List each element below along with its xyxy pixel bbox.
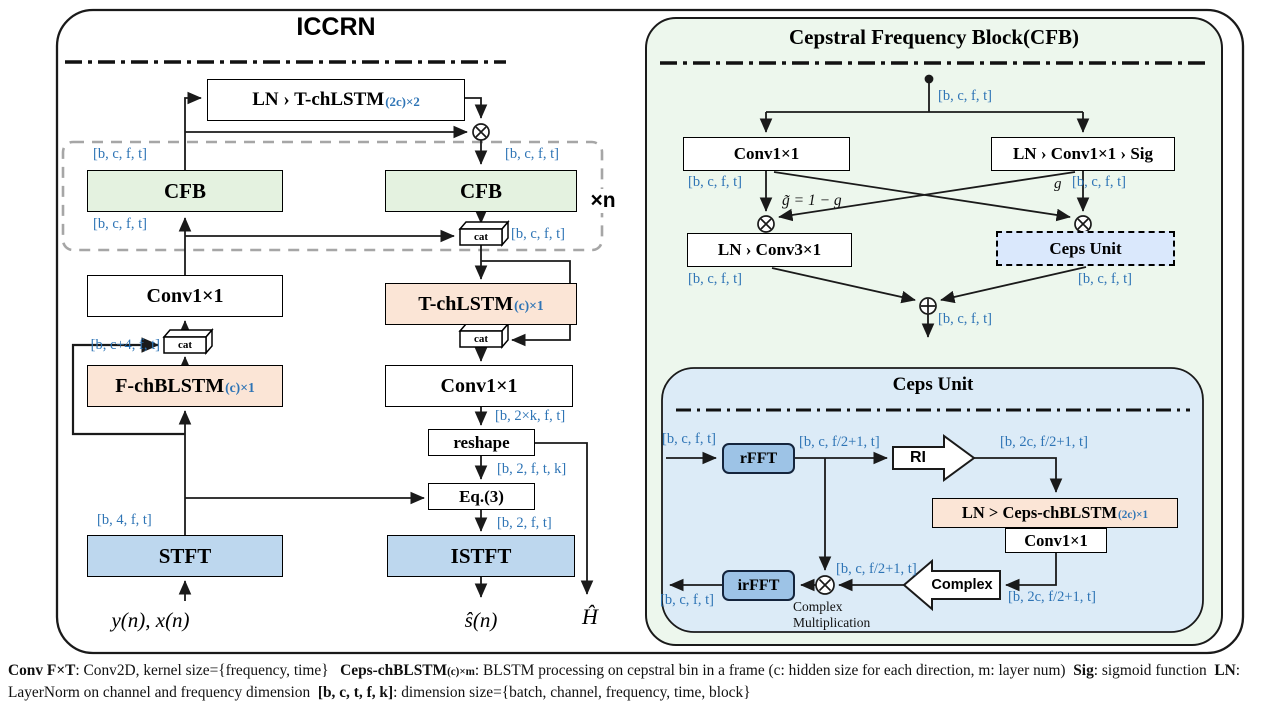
complex-multiplication-label: Complex Multiplication [793,599,923,631]
tensor-label: [b, c, f, t] [688,174,742,190]
cfb-right-label: CFB [460,178,502,203]
caption-segment: Sig [1073,662,1094,679]
complex-multiplication-line2: Multiplication [793,615,871,631]
caption-segment: (c)×m [447,666,475,678]
tensor-label: [b, c, f, t] [660,592,714,608]
multiply-node-cfb-right [1074,215,1092,233]
multiply-node-ceps [815,575,835,595]
caption-segment: : dimension size={batch, channel, freque… [393,683,751,701]
cfb-right-box: CFB [385,170,577,212]
caption-segment: : BLSTM processing on cepstral bin in a … [474,662,1074,679]
cat-node: cat [177,339,193,351]
tensor-label: [b, c, f/2+1, t] [799,434,880,450]
cfb-conv1x1-label: Conv1×1 [733,144,800,163]
tensor-label: [b, c, f, t] [93,146,147,162]
reshape-box: reshape [428,429,535,456]
tensor-label: [b, 2, f, t, k] [497,461,567,477]
istft-box: ISTFT [387,535,575,577]
fchblstm-sub: (c)×1 [225,380,255,395]
caption-segment: : sigmoid function [1093,662,1215,679]
fchblstm-box: F-chBLSTM(c)×1 [87,365,283,407]
multiply-node-top [472,123,490,141]
caption-segment: LN [1214,662,1236,679]
tensor-label: [b, c, f, t] [938,88,992,104]
ceps-conv1x1-label: Conv1×1 [1024,530,1088,550]
tensor-label: [b, c, f, t] [938,311,992,327]
stft-box: STFT [87,535,283,577]
ceps-conv1x1-box: Conv1×1 [1005,528,1107,553]
caption-segment: : LayerNorm on channel and frequency dim… [8,662,1244,701]
output-transfer-label: Ĥ [582,604,598,629]
caption-segment: : Conv2D, kernel size={frequency, time} [75,662,341,679]
tensor-label: [b, c, f/2+1, t] [836,561,917,577]
ln-tchlstm-label: LN › T-chLSTM [252,89,385,110]
eq3-label: Eq.(3) [459,486,504,506]
tensor-label: [b, c, f, t] [1072,174,1126,190]
tensor-label: [b, c, f, t] [511,226,565,242]
ceps-unit-box-label: Ceps Unit [1049,238,1122,258]
ln-tchlstm-box: LN › T-chLSTM(2c)×2 [207,79,465,121]
gate-equation-label: g̃ = 1 − g [782,192,842,209]
tensor-label: [b, c, f, t] [93,216,147,232]
repeat-label: ×n [582,189,624,213]
conv1x1-right-box: Conv1×1 [385,365,573,407]
irfft-box: irFFT [722,570,795,601]
cfb-panel-title: Cepstral Frequency Block(CFB) [788,25,1080,49]
ln-tchlstm-sub: (2c)×2 [385,94,420,109]
conv1x1-right-label: Conv1×1 [440,374,518,397]
cat-node: cat [473,231,489,243]
istft-label: ISTFT [450,543,512,568]
fchblstm-label: F-chBLSTM [115,374,225,397]
cfb-left-box: CFB [87,170,283,212]
tensor-label: [b, c, f, t] [662,431,716,447]
eq3-box: Eq.(3) [428,483,535,510]
tensor-label: [b, c+4, f, t] [90,337,160,353]
tchlstm-box: T-chLSTM(c)×1 [385,283,577,325]
tensor-label: [b, c, f, t] [688,271,742,287]
caption-segment: Conv F×T [8,662,76,679]
complex-multiplication-line1: Complex [793,599,843,614]
cfb-ln-conv3-label: LN › Conv3×1 [717,240,822,259]
tensor-label: [b, 2, f, t] [497,515,552,531]
ceps-blstm-sub: (2c)×1 [1118,509,1149,521]
gate-g-label: g [1054,176,1062,192]
tensor-label: [b, 2×k, f, t] [495,408,566,424]
cfb-left-label: CFB [164,178,206,203]
ri-label: RI [910,449,926,466]
cfb-panel-border [645,17,1223,646]
tensor-label: [b, 2c, f/2+1, t] [1000,434,1088,450]
tensor-label: [b, c, f, t] [1078,271,1132,287]
caption-segment: Ceps-chBLSTM [340,662,448,679]
tchlstm-sub: (c)×1 [514,298,544,313]
stft-label: STFT [158,543,212,568]
irfft-label: irFFT [737,576,780,594]
figure-caption: Conv F×T: Conv2D, kernel size={frequency… [8,660,1261,704]
caption-segment: [b, c, t, f, k] [317,683,394,701]
tchlstm-label: T-chLSTM [418,292,514,315]
rfft-box: rFFT [722,443,795,474]
ceps-panel-title: Ceps Unit [892,374,974,395]
tensor-label: [b, 2c, f/2+1, t] [1008,589,1096,605]
cfb-ln-conv3-box: LN › Conv3×1 [687,233,852,267]
cfb-ln-conv-sig-label: LN › Conv1×1 › Sig [1012,144,1154,163]
conv1x1-left-label: Conv1×1 [146,284,224,307]
multiply-node-cfb-left [757,215,775,233]
ceps-blstm-box: LN > Ceps-chBLSTM(2c)×1 [932,498,1178,528]
cat-node: cat [473,333,489,345]
ceps-unit-box: Ceps Unit [996,231,1175,266]
output-signal-label: ŝ(n) [464,608,498,632]
input-signal-label: y(n), x(n) [111,608,190,632]
complex-label: Complex [931,577,993,593]
cfb-ln-conv-sig-box: LN › Conv1×1 › Sig [991,137,1175,171]
left-title: ICCRN [296,13,376,41]
conv1x1-left-box: Conv1×1 [87,275,283,317]
add-node-cfb [919,297,937,315]
tensor-label: [b, c, f, t] [505,146,559,162]
rfft-label: rFFT [739,449,778,467]
tensor-label: [b, 4, f, t] [97,512,152,528]
cfb-conv1x1-box: Conv1×1 [683,137,850,171]
reshape-label: reshape [453,432,510,452]
ceps-blstm-label: LN > Ceps-chBLSTM [961,503,1118,522]
